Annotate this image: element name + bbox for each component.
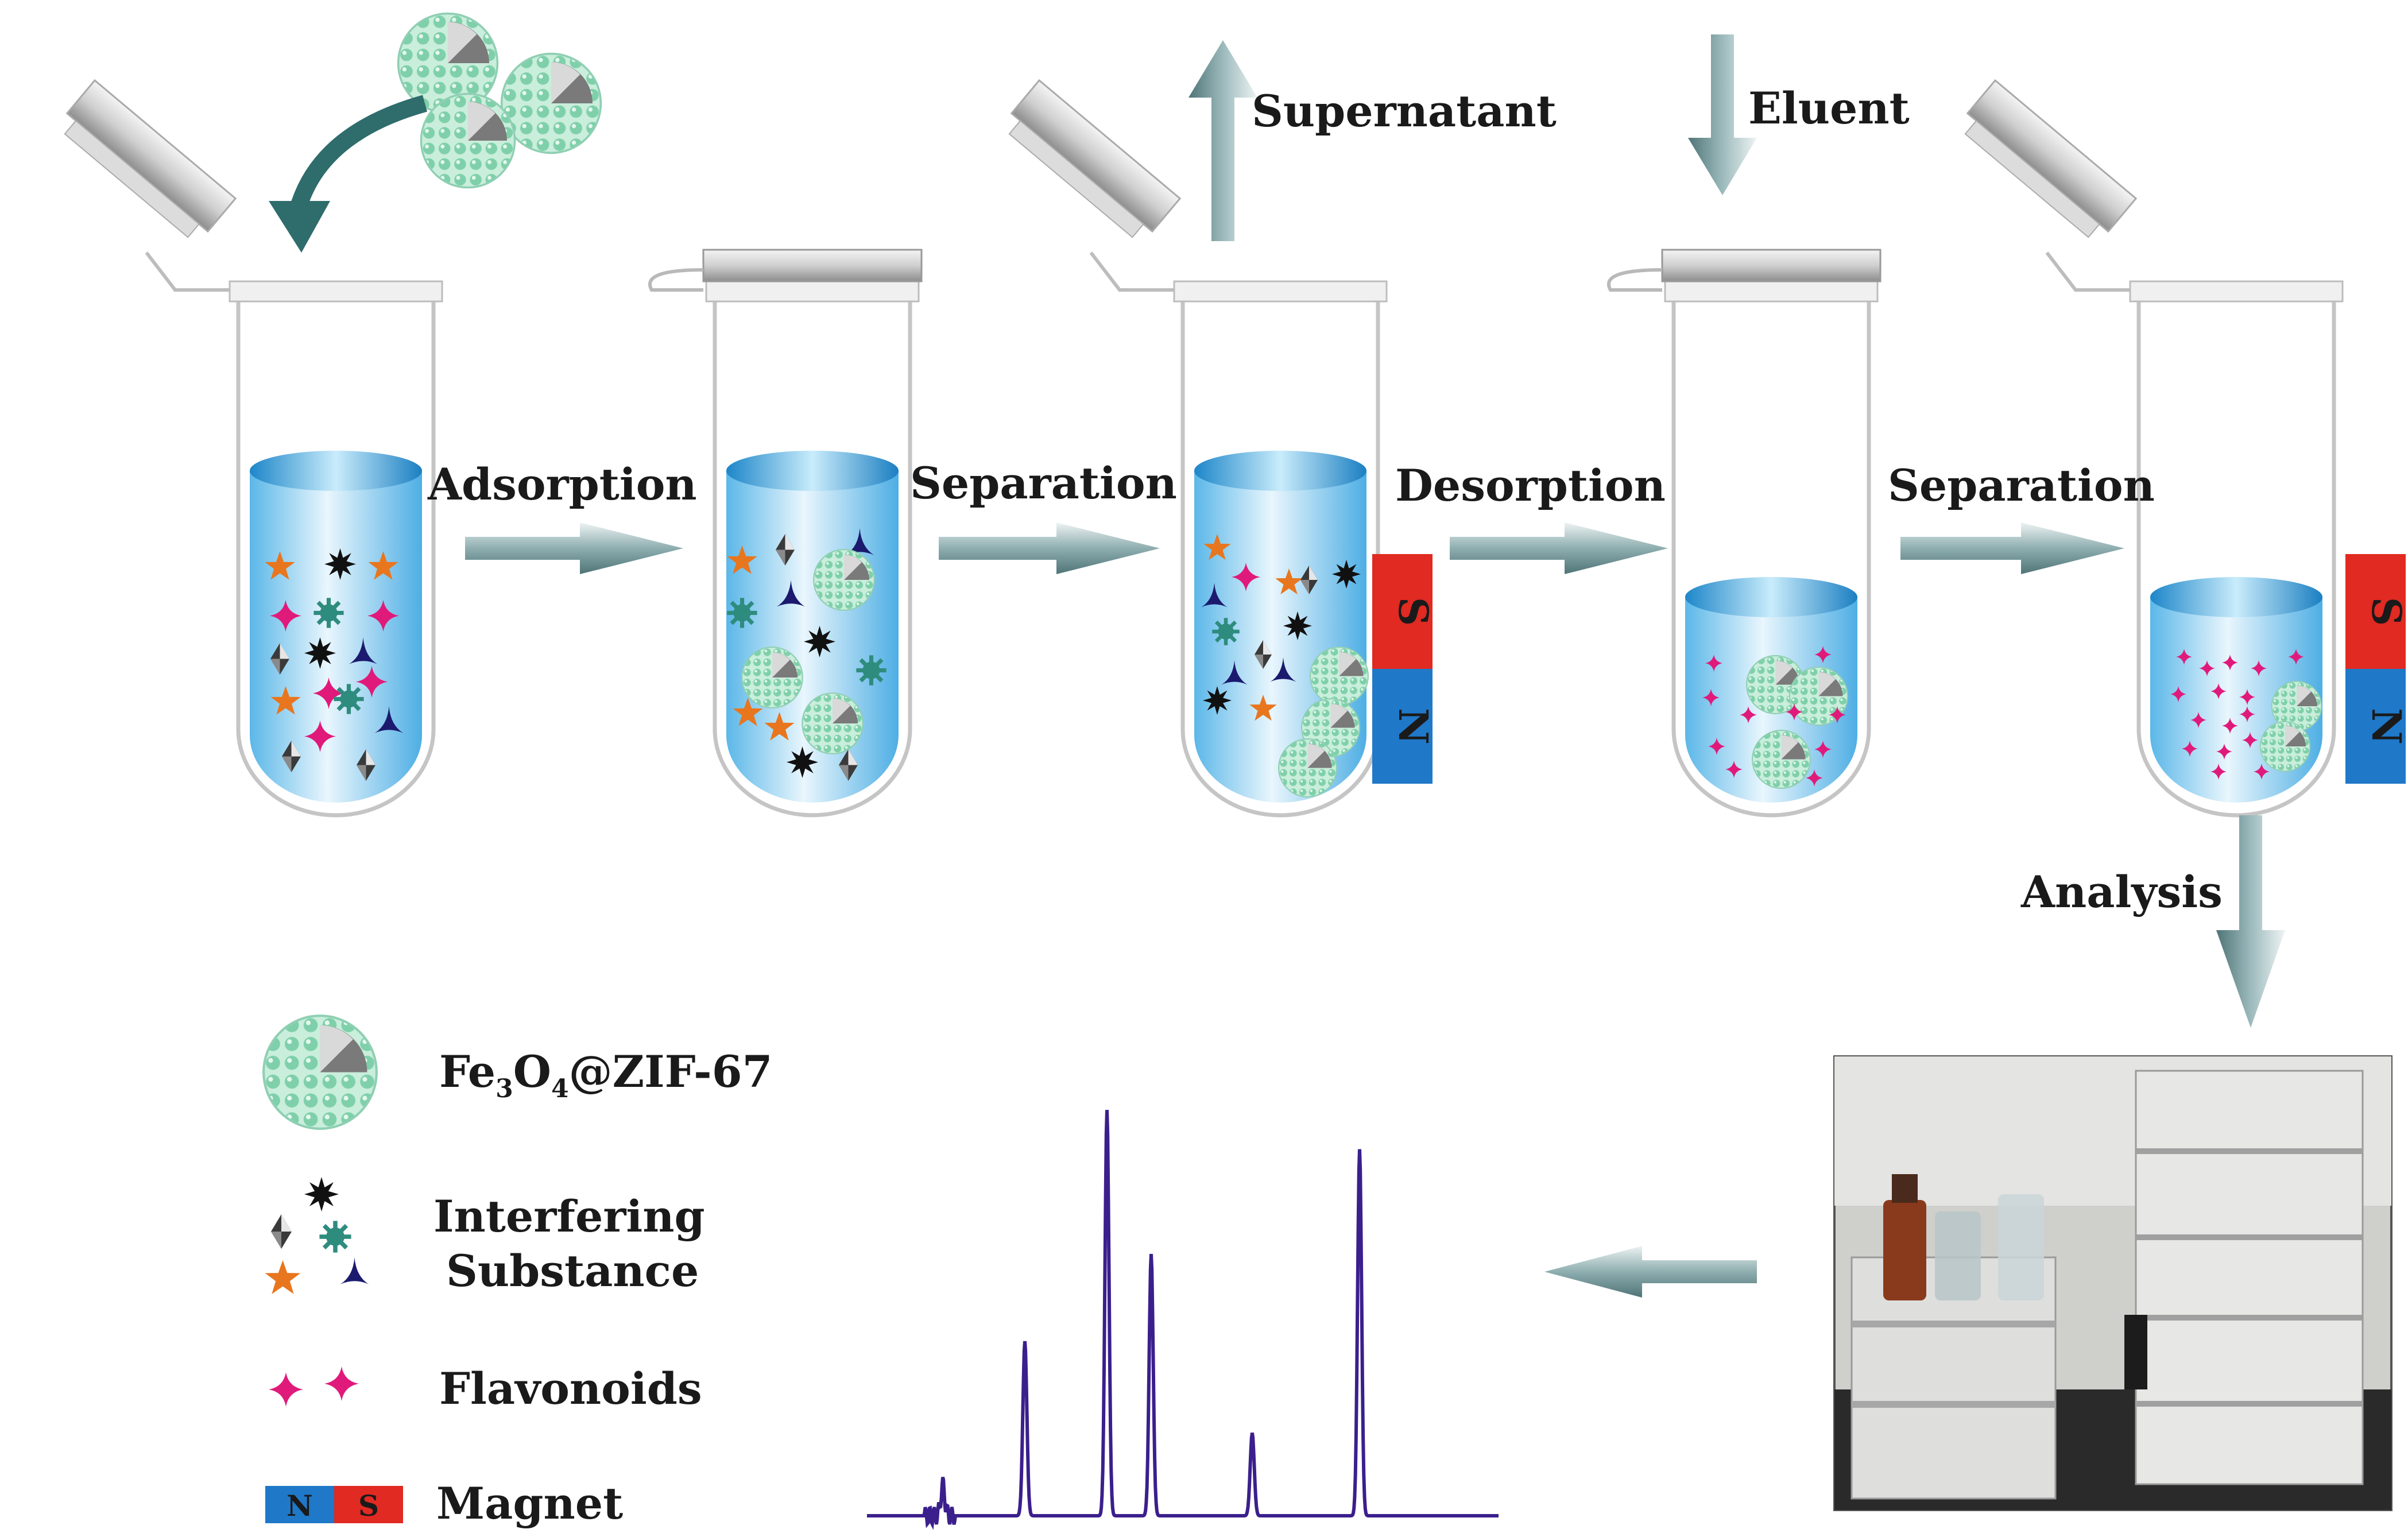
arrow-right-icon [1900,522,2124,574]
arrow-up-icon [1188,40,1257,241]
legend-flavonoid-icon [269,1372,303,1407]
magnet-2: S N [2345,554,2408,784]
arrow-right-icon [1450,522,1668,574]
arrow-left-icon [1544,1246,1757,1298]
magnet-north-pole [1372,669,1433,784]
adsorbent-particle [813,549,875,611]
eluent-label: Eluent [1748,83,1910,134]
legend-flavonoid-icon [324,1366,359,1401]
arrow-down-icon [2216,815,2285,1028]
legend: Fe3O4@ZIF-67 Interfering Substance Flavo… [264,1016,773,1529]
tube-content-glyph [787,746,818,778]
legend-magnet-label: Magnet [436,1478,623,1529]
magnet-south-pole [1372,554,1433,669]
tube-content-glyph [1203,686,1232,715]
chromatogram-trace [867,1110,1499,1530]
magnet-south-label: S [1389,597,1437,626]
adsorbent-particle [1278,738,1337,797]
adsorbent-particle [1310,646,1369,706]
legend-magnet-south [334,1486,403,1523]
tube-content-glyph [334,684,364,714]
step-adsorption-label: Adsorption [427,459,697,510]
legend-magnet-n-label: N [287,1489,313,1523]
tube-content-glyph [313,598,344,628]
magnet-north-label: N [1389,708,1437,745]
arrow-right-icon [939,522,1160,574]
legend-particle-icon [264,1016,377,1129]
beaker-icon [64,79,443,818]
magnet-1: S N [1372,554,1437,784]
magnet-north-label: N [2363,708,2408,745]
legend-flavonoids-label: Flavonoids [439,1363,702,1414]
chromatogram [867,1110,1499,1530]
step-analysis-label: Analysis [2020,866,2223,917]
legend-magnet-s-label: S [358,1489,379,1523]
curved-arrow-head-icon [269,201,330,253]
tube-content-glyph [856,655,886,686]
tube-content-glyph [727,598,757,628]
legend-gear-icon [319,1221,351,1253]
legend-magnet-north [265,1486,334,1523]
tube-content-glyph [324,548,356,580]
legend-interfering-line1: Interfering [433,1191,705,1242]
tube-content-glyph [1283,611,1312,640]
step-separation-1-label: Separation [910,458,1177,509]
adsorbent-particle [802,692,864,754]
tube-content-glyph [804,626,835,657]
tube-content-glyph [304,637,336,669]
hplc-instrument-photo [1833,1055,2392,1511]
legend-black-star-icon [304,1177,339,1211]
magnet-south-label: S [2363,597,2408,626]
legend-interfering-line2: Substance [446,1245,699,1296]
legend-material-label: Fe3O4@ZIF-67 [439,1046,773,1104]
beaker-icon [1606,249,1882,818]
adsorbent-particle [741,646,803,709]
step-desorption-label: Desorption [1395,460,1666,511]
legend-star-icon [265,1260,301,1294]
magnet-north-pole [2345,669,2406,784]
tube-content-glyph [1212,618,1240,645]
curved-arrow-icon [290,95,428,210]
magnet-south-pole [2345,554,2406,669]
adsorbent-particle [2259,721,2311,772]
beaker-icon [648,249,923,818]
adsorbent-particle [1752,730,1811,789]
supernatant-label: Supernatant [1252,86,1557,137]
tube-row [64,79,2344,818]
legend-triangle-icon [340,1257,369,1284]
step-separation-2-label: Separation [1888,460,2155,511]
particles-added [397,12,602,189]
legend-diamond-icon [271,1214,292,1249]
arrow-right-icon [465,522,683,574]
tube-content-glyph [1332,560,1361,589]
arrow-down-icon [1688,34,1757,195]
